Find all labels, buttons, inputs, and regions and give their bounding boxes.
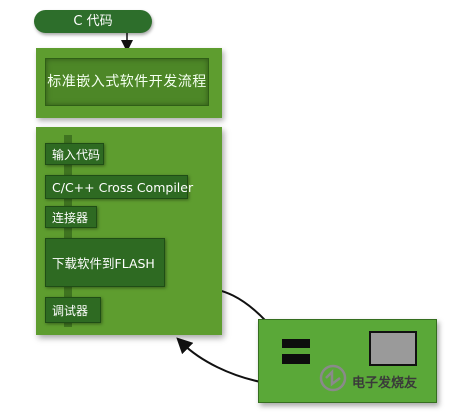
step-debugger: 调试器 [45, 297, 101, 323]
board-screen [369, 331, 417, 366]
step-input-code: 输入代码 [45, 143, 104, 165]
board-chip-1 [282, 339, 310, 348]
watermark-text: 电子发烧友 [352, 376, 418, 391]
step-cross-compiler: C/C++ Cross Compiler [45, 175, 193, 199]
standard-flow-label: 标准嵌入式软件开发流程 [45, 58, 209, 106]
step-linker: 连接器 [45, 206, 97, 228]
flow-stripe [64, 135, 72, 327]
board-chip-2 [282, 354, 310, 364]
watermark-logo-icon [319, 364, 347, 392]
c-code-node: C 代码 [34, 10, 152, 33]
step-download-flash: 下载软件到FLASH [45, 238, 165, 287]
